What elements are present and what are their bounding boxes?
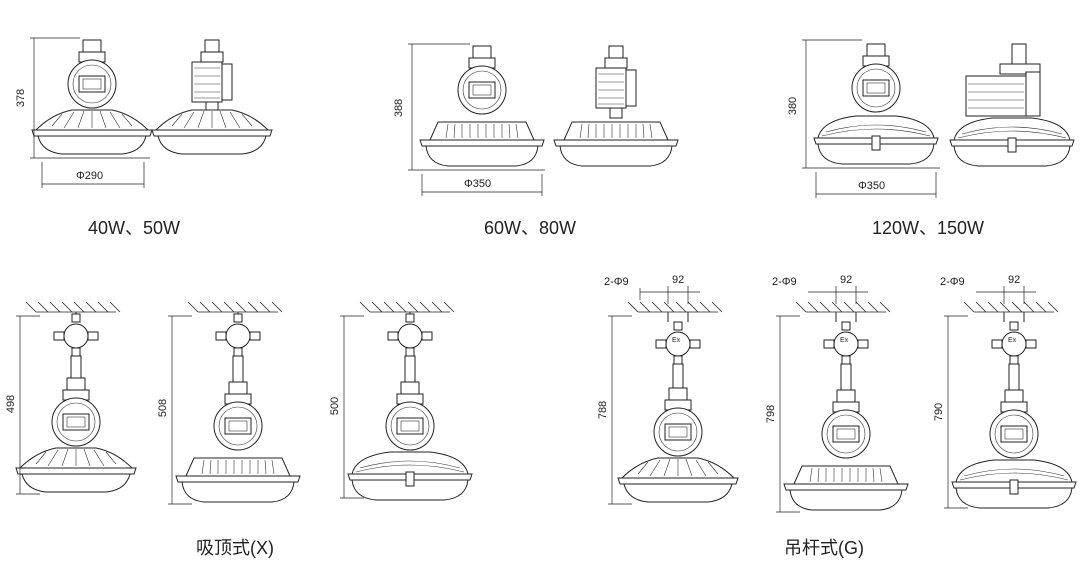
height-label-498: 498 [5, 394, 18, 414]
top-lamp-2-side [553, 45, 679, 167]
ceiling-dim-2 [168, 315, 192, 505]
height-label-790: 790 [933, 402, 946, 422]
height-label-380: 380 [787, 96, 800, 116]
top-lamp-3-front [813, 43, 939, 165]
pendant-lamp-3 [951, 301, 1077, 509]
caption-60w-80w: 60W、80W [484, 218, 577, 238]
top-lamp-1-front [31, 39, 153, 155]
pendant-lamp-2 [783, 301, 909, 511]
hole-label-2: 2-Φ9 [772, 276, 797, 288]
ceiling-dim-3 [340, 315, 364, 499]
caption-120w-150w: 120W、150W [872, 218, 985, 238]
diameter-label-350-a: Φ350 [464, 178, 492, 190]
hole-label-3: 2-Φ9 [940, 276, 965, 288]
ceiling-lamp-1 [15, 301, 137, 493]
top-dim-3 [802, 39, 940, 198]
pendant-dim-2 [776, 286, 868, 513]
ceiling-dim-1 [16, 315, 40, 495]
ex-mark-2: Ex [840, 337, 849, 344]
top-dim-1 [30, 37, 150, 188]
ceiling-lamp-3 [347, 301, 473, 501]
diameter-label-290: Φ290 [76, 170, 104, 182]
height-label-508: 508 [157, 398, 170, 418]
height-label-500: 500 [329, 396, 342, 416]
spacing-label-1: 92 [672, 274, 685, 286]
caption-ceiling-mount: 吸顶式(X) [196, 538, 274, 558]
height-label-388: 388 [393, 98, 406, 118]
ceiling-lamp-2 [175, 301, 301, 503]
ex-mark-1: Ex [672, 337, 681, 344]
top-lamp-1-side [151, 39, 273, 155]
ex-mark-3: Ex [1008, 337, 1017, 344]
spacing-label-2: 92 [840, 274, 853, 286]
height-label-378: 378 [15, 88, 28, 108]
top-dim-2 [408, 43, 545, 196]
spacing-label-3: 92 [1008, 274, 1021, 286]
hole-label-1: 2-Φ9 [604, 276, 629, 288]
caption-40w-50w: 40W、50W [88, 218, 181, 238]
height-label-798: 798 [765, 404, 778, 424]
top-lamp-3-side [949, 43, 1075, 167]
pendant-dim-1 [608, 286, 700, 505]
height-label-788: 788 [597, 400, 610, 420]
diameter-label-350-b: Φ350 [858, 180, 886, 192]
caption-pendant-mount: 吊杆式(G) [784, 538, 864, 558]
pendant-lamp-1 [617, 301, 739, 503]
top-lamp-2-front [419, 45, 545, 167]
pendant-dim-3 [944, 286, 1036, 509]
